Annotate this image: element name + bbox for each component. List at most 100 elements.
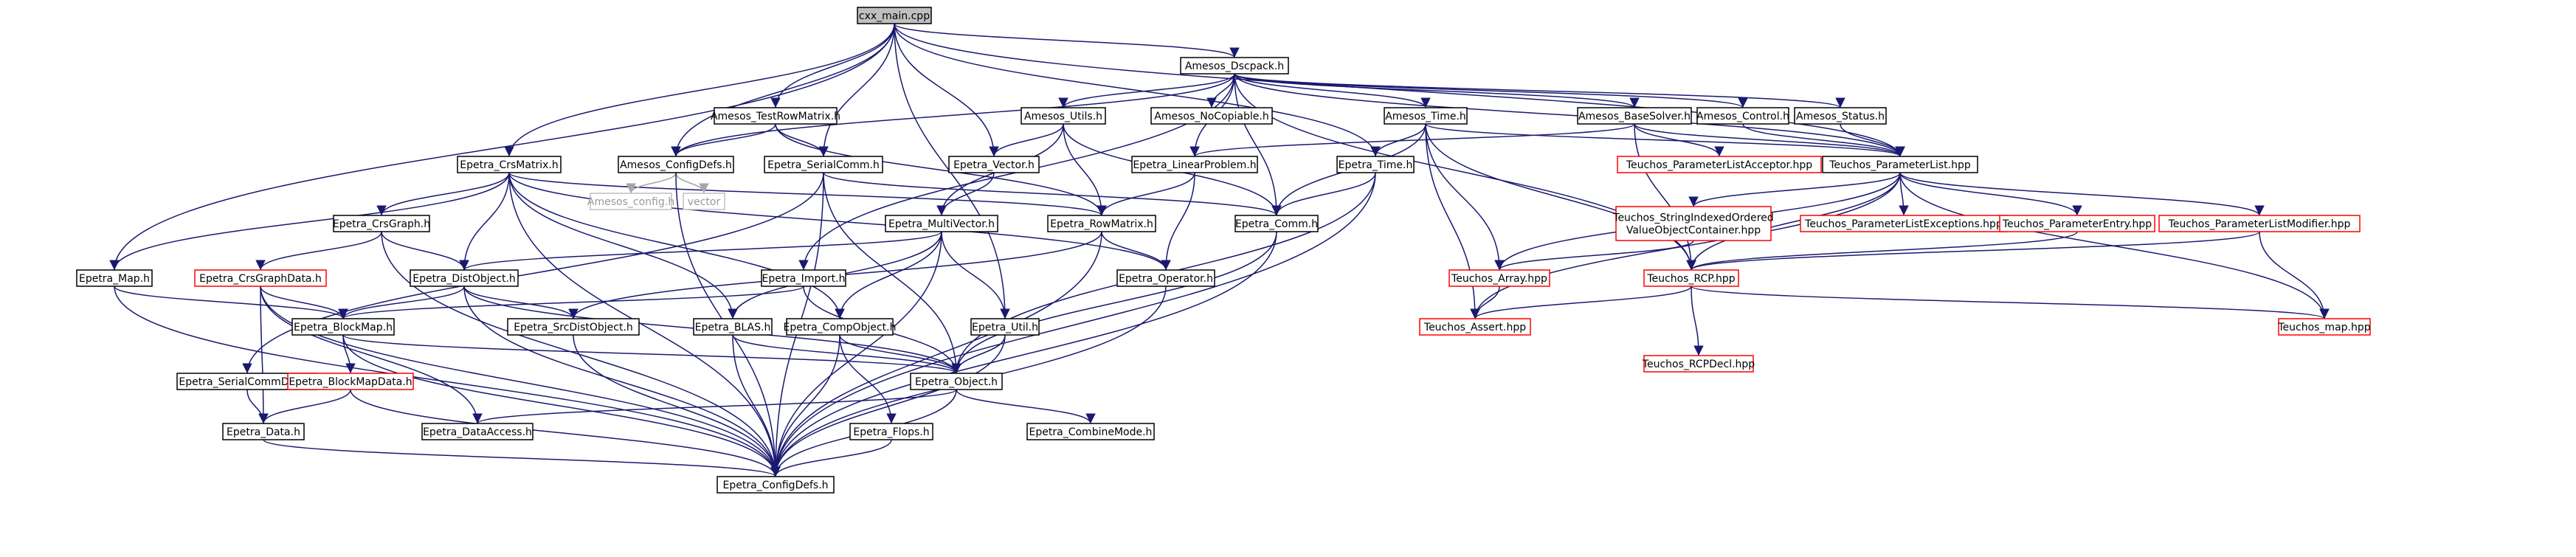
node-amesos_time[interactable]: Amesos_Time.h: [1384, 107, 1468, 125]
node-epetra_blockmapdata[interactable]: Epetra_BlockMapData.h: [287, 373, 414, 390]
node-label-line: Epetra_Data.h: [227, 426, 300, 438]
node-label: cxx_main.cpp: [859, 10, 930, 22]
node-label-line: Teuchos_RCP.hpp: [1646, 273, 1735, 285]
node-label-line: Epetra_DataAccess.h: [423, 426, 532, 438]
node-epetra_rowmatrix[interactable]: Epetra_RowMatrix.h: [1047, 215, 1156, 232]
node-epetra_distobject[interactable]: Epetra_DistObject.h: [410, 269, 519, 287]
node-epetra_operator[interactable]: Epetra_Operator.h: [1116, 269, 1215, 287]
edge-epetra_multivector-to-epetra_configdefs: [770, 231, 942, 477]
edge-cxx_main-to-amesos_testrowmatrix: [770, 23, 895, 108]
edge-epetra_util-to-epetra_configdefs: [770, 334, 1006, 477]
node-teuchos_map[interactable]: Teuchos_map.hpp: [2277, 318, 2371, 336]
node-epetra_data[interactable]: Epetra_Data.h: [222, 423, 305, 440]
edge-epetra_data-to-epetra_configdefs: [263, 439, 781, 477]
node-box: [1696, 107, 1789, 125]
edge-cxx_main-to-teuchos_parameterlist: [894, 23, 1905, 157]
node-epetra_srcdistobject[interactable]: Epetra_SrcDistObject.h: [507, 318, 640, 336]
node-amesos_utils[interactable]: Amesos_Utils.h: [1021, 107, 1106, 125]
node-label: Epetra_Import.h: [762, 273, 846, 285]
node-label-line: Amesos_ConfigDefs.h: [620, 159, 732, 171]
node-epetra_dataaccess[interactable]: Epetra_DataAccess.h: [421, 423, 533, 440]
node-box: [910, 373, 1003, 390]
node-epetra_blockmap[interactable]: Epetra_BlockMap.h: [291, 318, 395, 336]
node-epetra_compobject[interactable]: Epetra_CompObject.h: [784, 318, 897, 336]
node-label-line: Teuchos_ParameterList.hpp: [1829, 159, 1971, 171]
node-amesos_basesolver[interactable]: Amesos_BaseSolver.h: [1577, 107, 1692, 125]
node-label-line: ValueObjectContainer.hpp: [1626, 225, 1761, 237]
node-label: Epetra_Comm.h: [1235, 218, 1318, 230]
node-box: [693, 318, 773, 336]
edge-amesos_dscpack-to-amesos_control: [1234, 73, 1748, 108]
node-label-line: Epetra_CrsGraphData.h: [199, 273, 322, 285]
node-amesos_control[interactable]: Amesos_Control.h: [1696, 107, 1789, 125]
node-box: [948, 156, 1040, 173]
node-label: Epetra_DataAccess.h: [423, 426, 532, 438]
node-epetra_map[interactable]: Epetra_Map.h: [76, 269, 153, 287]
node-epetra_comm[interactable]: Epetra_Comm.h: [1235, 215, 1319, 232]
node-box: [1150, 107, 1273, 125]
node-label-line: Amesos_Utils.h: [1024, 111, 1102, 122]
edge-epetra_time-to-epetra_comm: [1271, 172, 1376, 216]
node-box: [1180, 57, 1289, 75]
node-epetra_serialcomm[interactable]: Epetra_SerialComm.h: [764, 156, 883, 173]
edge-epetra_flops-to-epetra_configdefs: [770, 439, 892, 477]
node-epetra_crsmatrix[interactable]: Epetra_CrsMatrix.h: [457, 156, 562, 173]
node-epetra_combinemode[interactable]: Epetra_CombineMode.h: [1026, 423, 1155, 440]
node-label-line: Epetra_CrsGraph.h: [333, 218, 430, 230]
node-teuchos_rcp[interactable]: Teuchos_RCP.hpp: [1643, 269, 1739, 287]
edge-epetra_compobject-to-epetra_configdefs: [770, 334, 840, 477]
node-label-line: Amesos_Control.h: [1696, 111, 1789, 122]
node-label-line: Epetra_CompObject.h: [784, 322, 897, 333]
edge-epetra_vector-to-epetra_multivector: [936, 172, 995, 216]
node-box: [1026, 423, 1155, 440]
node-teuchos_assert[interactable]: Teuchos_Assert.hpp: [1419, 318, 1531, 336]
node-label: Epetra_Data.h: [227, 426, 300, 438]
node-amesos_dscpack[interactable]: Amesos_Dscpack.h: [1180, 57, 1289, 75]
node-amesos_nocopiable[interactable]: Amesos_NoCopiable.h: [1150, 107, 1273, 125]
node-amesos_testrowmatrix[interactable]: Amesos_TestRowMatrix.h: [711, 107, 840, 125]
node-label-line: Epetra_Vector.h: [953, 159, 1035, 171]
node-epetra_vector[interactable]: Epetra_Vector.h: [948, 156, 1040, 173]
node-epetra_object[interactable]: Epetra_Object.h: [910, 373, 1003, 390]
node-label: Epetra_LinearProblem.h: [1133, 159, 1256, 171]
edge-epetra_distobject-to-epetra_srcdistobject: [463, 286, 579, 319]
node-label-line: Epetra_BLAS.h: [695, 322, 771, 333]
node-epetra_import[interactable]: Epetra_Import.h: [761, 269, 846, 287]
node-label-line: Amesos_Time.h: [1385, 111, 1466, 122]
node-teuchos_parameterlistmodifier[interactable]: Teuchos_ParameterListModifier.hpp: [2158, 215, 2361, 232]
node-epetra_crsgraphdata[interactable]: Epetra_CrsGraphData.h: [194, 269, 327, 287]
node-box: [1577, 107, 1692, 125]
node-epetra_linearproblem[interactable]: Epetra_LinearProblem.h: [1131, 156, 1258, 173]
node-amesos_status[interactable]: Amesos_Status.h: [1794, 107, 1887, 125]
node-label-line: Epetra_RowMatrix.h: [1050, 218, 1153, 230]
node-epetra_util[interactable]: Epetra_Util.h: [970, 318, 1040, 336]
edge-teuchos_parameterlist-to-teuchos_parameterlistexceptions: [1899, 172, 1909, 216]
node-epetra_time[interactable]: Epetra_Time.h: [1336, 156, 1415, 173]
node-teuchos_parameterentry[interactable]: Teuchos_ParameterEntry.hpp: [1999, 215, 2155, 232]
node-cxx_main[interactable]: cxx_main.cpp: [857, 7, 932, 24]
node-label: Teuchos_Assert.hpp: [1423, 322, 1526, 333]
node-label-line: Epetra_Import.h: [762, 273, 846, 285]
node-teuchos_array[interactable]: Teuchos_Array.hpp: [1448, 269, 1550, 287]
node-teuchos_parameterlistexceptions[interactable]: Teuchos_ParameterListExceptions.hpp: [1800, 215, 2008, 232]
node-label-line: Amesos_TestRowMatrix.h: [711, 111, 840, 122]
node-label: Amesos_TestRowMatrix.h: [711, 111, 840, 122]
node-teuchos_parameterlist[interactable]: Teuchos_ParameterList.hpp: [1822, 156, 1978, 173]
edge-epetra_crsgraphdata-to-epetra_configdefs: [260, 286, 781, 477]
edge-epetra_rowmatrix-to-epetra_configdefs: [770, 231, 1102, 477]
node-box: [764, 156, 883, 173]
node-box: [1131, 156, 1258, 173]
node-teuchos_rcpdecl[interactable]: Teuchos_RCPDecl.hpp: [1642, 355, 1755, 373]
node-epetra_configdefs[interactable]: Epetra_ConfigDefs.h: [716, 476, 835, 494]
node-box: [849, 423, 933, 440]
edge-epetra_blockmap-to-epetra_configdefs: [342, 334, 781, 477]
node-label-line: Epetra_LinearProblem.h: [1133, 159, 1256, 171]
node-label-line: Teuchos_Array.hpp: [1451, 273, 1547, 285]
node-teuchos_parameterlistacceptor[interactable]: Teuchos_ParameterListAcceptor.hpp: [1617, 156, 1822, 173]
node-epetra_multivector[interactable]: Epetra_MultiVector.h: [885, 215, 998, 232]
node-epetra_crsgraph[interactable]: Epetra_CrsGraph.h: [333, 215, 430, 232]
node-amesos_configdefs[interactable]: Amesos_ConfigDefs.h: [618, 156, 734, 173]
node-epetra_blas[interactable]: Epetra_BLAS.h: [693, 318, 773, 336]
node-epetra_flops[interactable]: Epetra_Flops.h: [849, 423, 933, 440]
